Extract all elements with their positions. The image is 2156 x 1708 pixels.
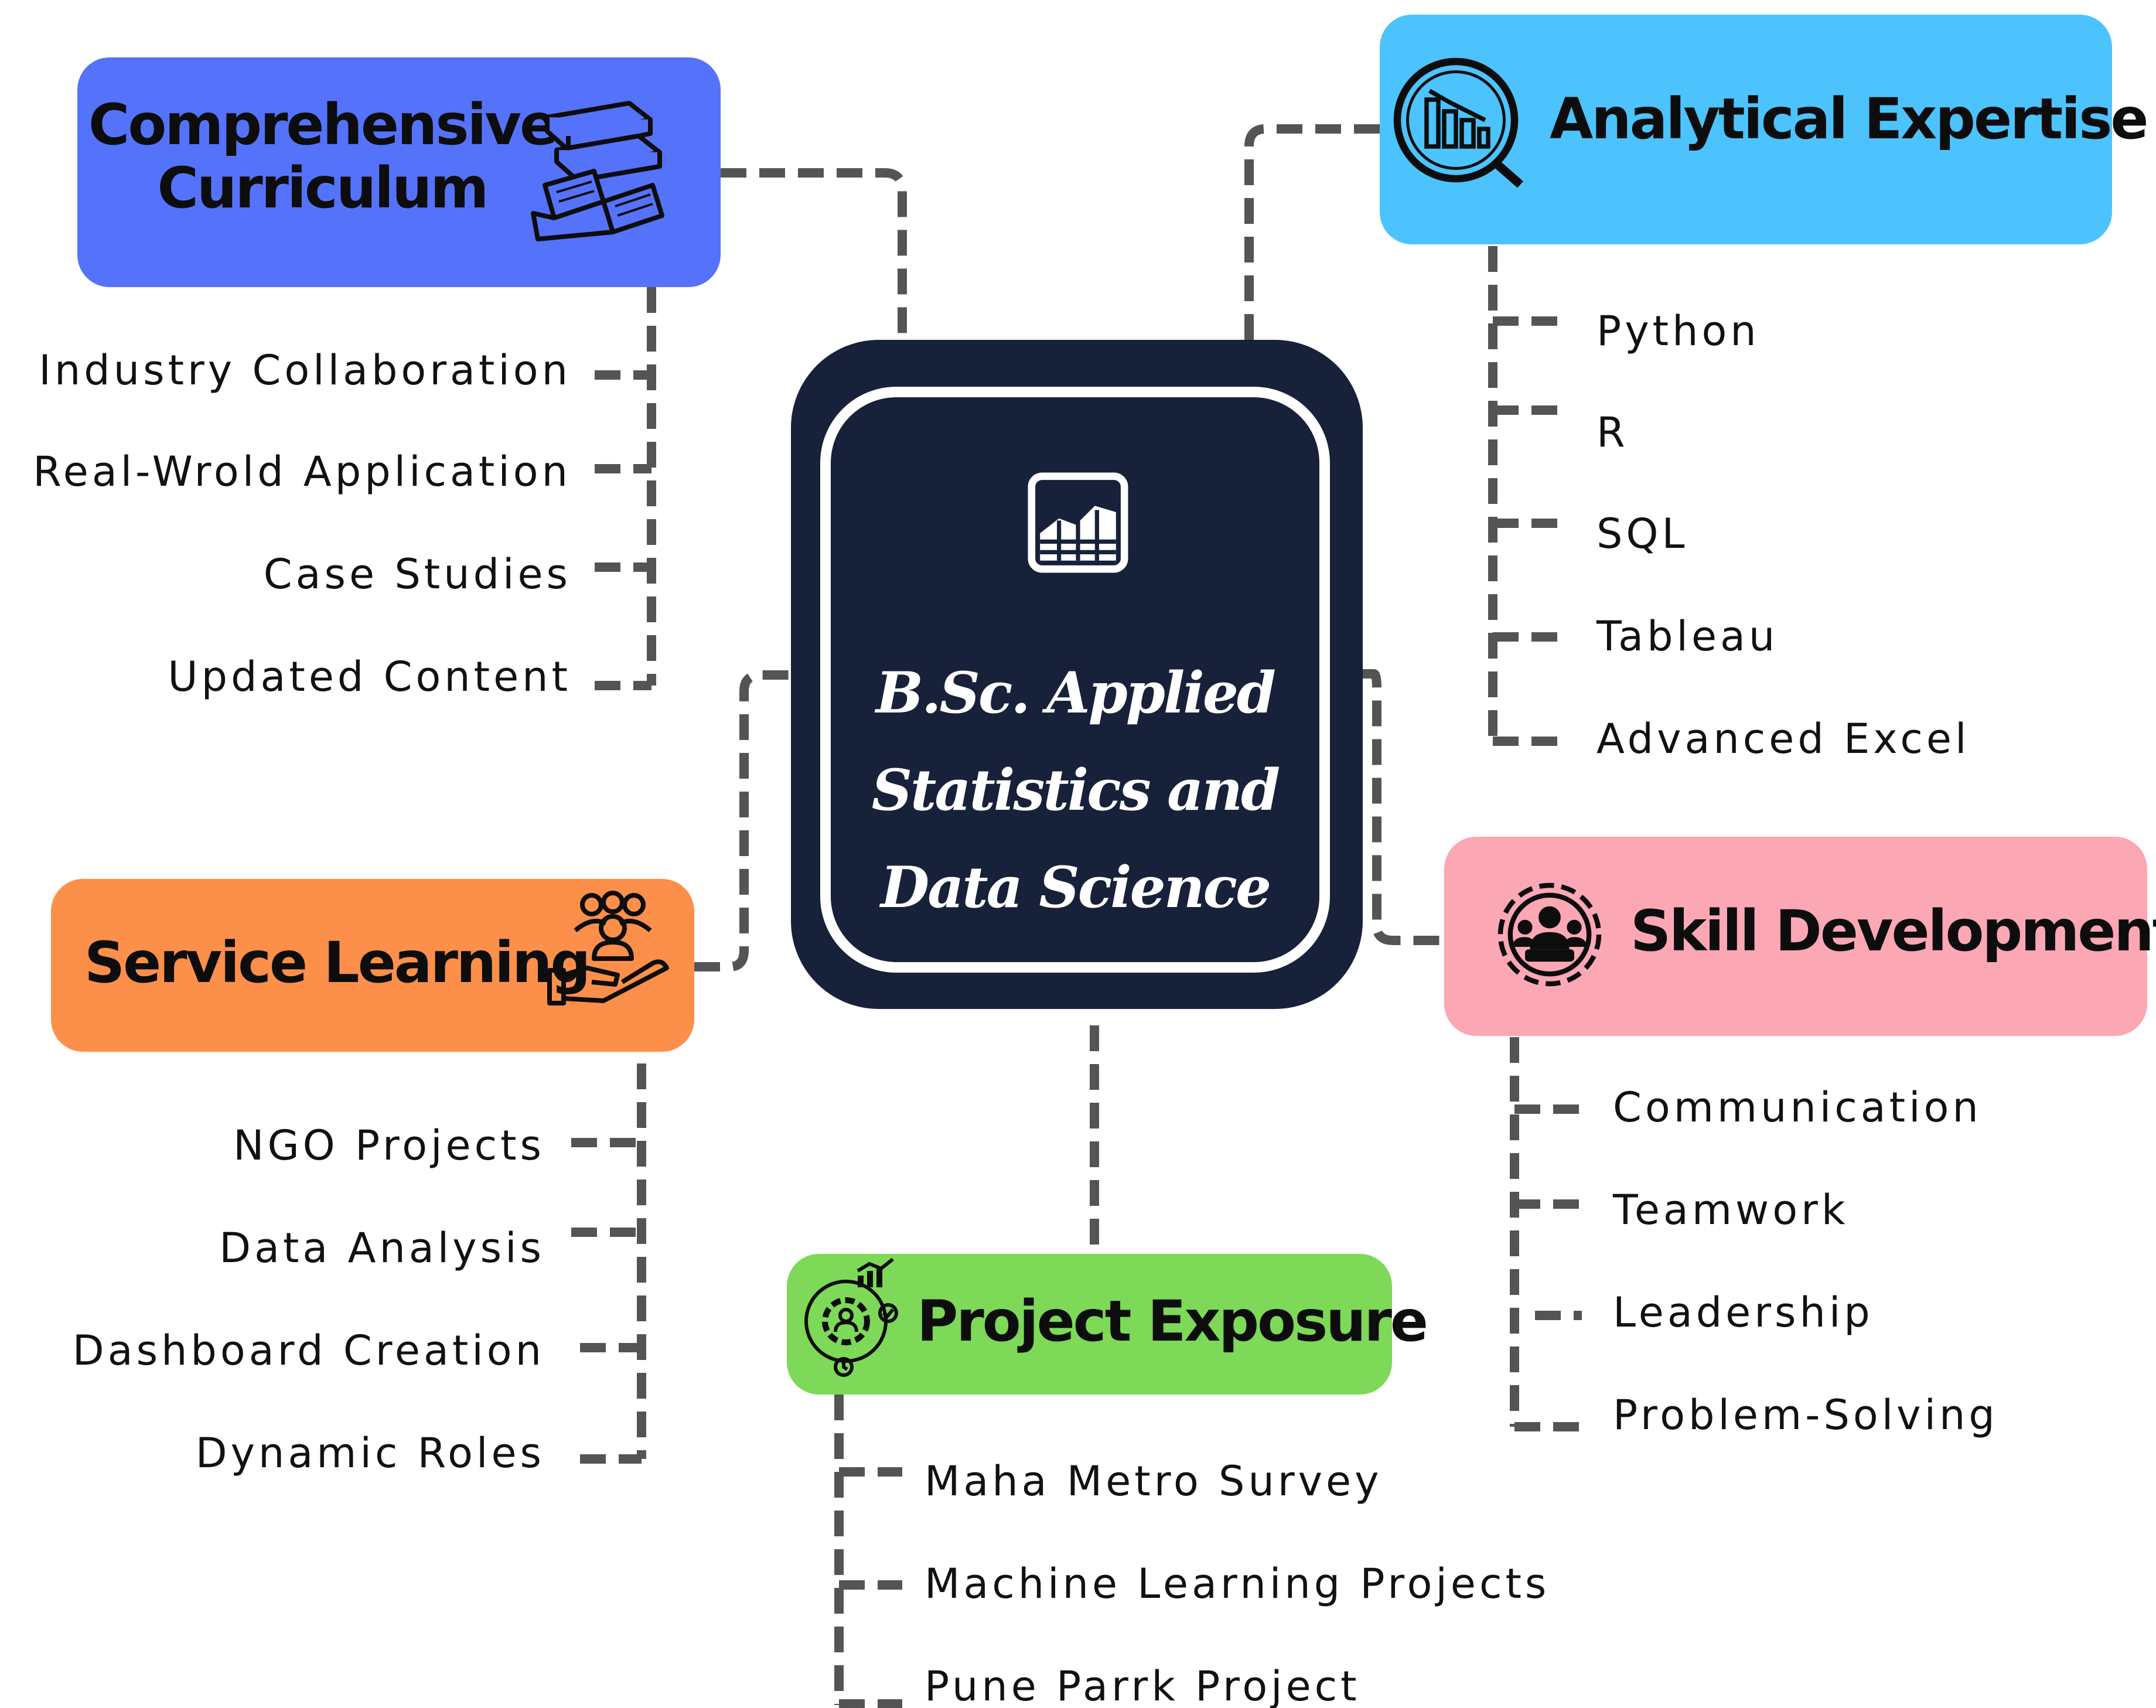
community-hand-icon: [547, 891, 669, 1005]
connector-skill-center: [1363, 669, 1444, 945]
list-item: Real-Wrold Application: [33, 448, 571, 496]
list-item: Leadership: [1613, 1288, 1874, 1337]
skill-title: Skill Development: [1630, 898, 2156, 964]
list-item: Case Studies: [263, 550, 571, 598]
list-item: NGO Projects: [233, 1121, 545, 1170]
team-gear-icon: [1497, 882, 1602, 987]
service-box: Service Learning: [51, 879, 694, 1052]
list-item: Dynamic Roles: [195, 1429, 545, 1477]
project-title: Project Exposure: [917, 1288, 1428, 1354]
list-item: Machine Learning Projects: [925, 1560, 1550, 1608]
connector-analytical-center: [1244, 124, 1380, 340]
list-item: Industry Collaboration: [39, 346, 571, 394]
list-item: Communication: [1613, 1083, 1982, 1131]
list-item: Problem-Solving: [1613, 1391, 1998, 1439]
project-gear-icon: [804, 1257, 898, 1377]
list-item: Pune Parrk Project: [925, 1662, 1360, 1708]
connector-service-center: [694, 670, 791, 971]
list-item: Tableau: [1596, 612, 1779, 660]
service-title: Service Learning: [84, 930, 591, 996]
center-node-inner-border: [820, 387, 1330, 973]
spreadsheet-chart-icon: [1028, 472, 1128, 573]
list-item: Data Analysis: [219, 1224, 545, 1272]
bar-chart-magnifier-icon: [1393, 57, 1523, 188]
books-icon: [531, 101, 664, 241]
connector-curriculum-center: [721, 168, 907, 334]
analytical-box: Analytical Expertise: [1380, 15, 2148, 244]
curriculum-title: Comprehensive Curriculum: [88, 92, 558, 221]
list-item: Maha Metro Survey: [925, 1457, 1383, 1505]
list-item: SQL: [1596, 510, 1688, 558]
list-item: Python: [1596, 307, 1760, 355]
list-item: Dashboard Creation: [72, 1327, 545, 1375]
center-title: B.Sc. Applied Statistics and Data Scienc…: [871, 660, 1281, 921]
list-item: R: [1596, 408, 1629, 456]
project-box: Project Exposure: [787, 1254, 1428, 1395]
list-item: Teamwork: [1613, 1186, 1849, 1234]
list-item: Updated Content: [168, 653, 571, 701]
analytical-title: Analytical Expertise: [1550, 86, 2148, 152]
list-item: Advanced Excel: [1596, 715, 1970, 763]
